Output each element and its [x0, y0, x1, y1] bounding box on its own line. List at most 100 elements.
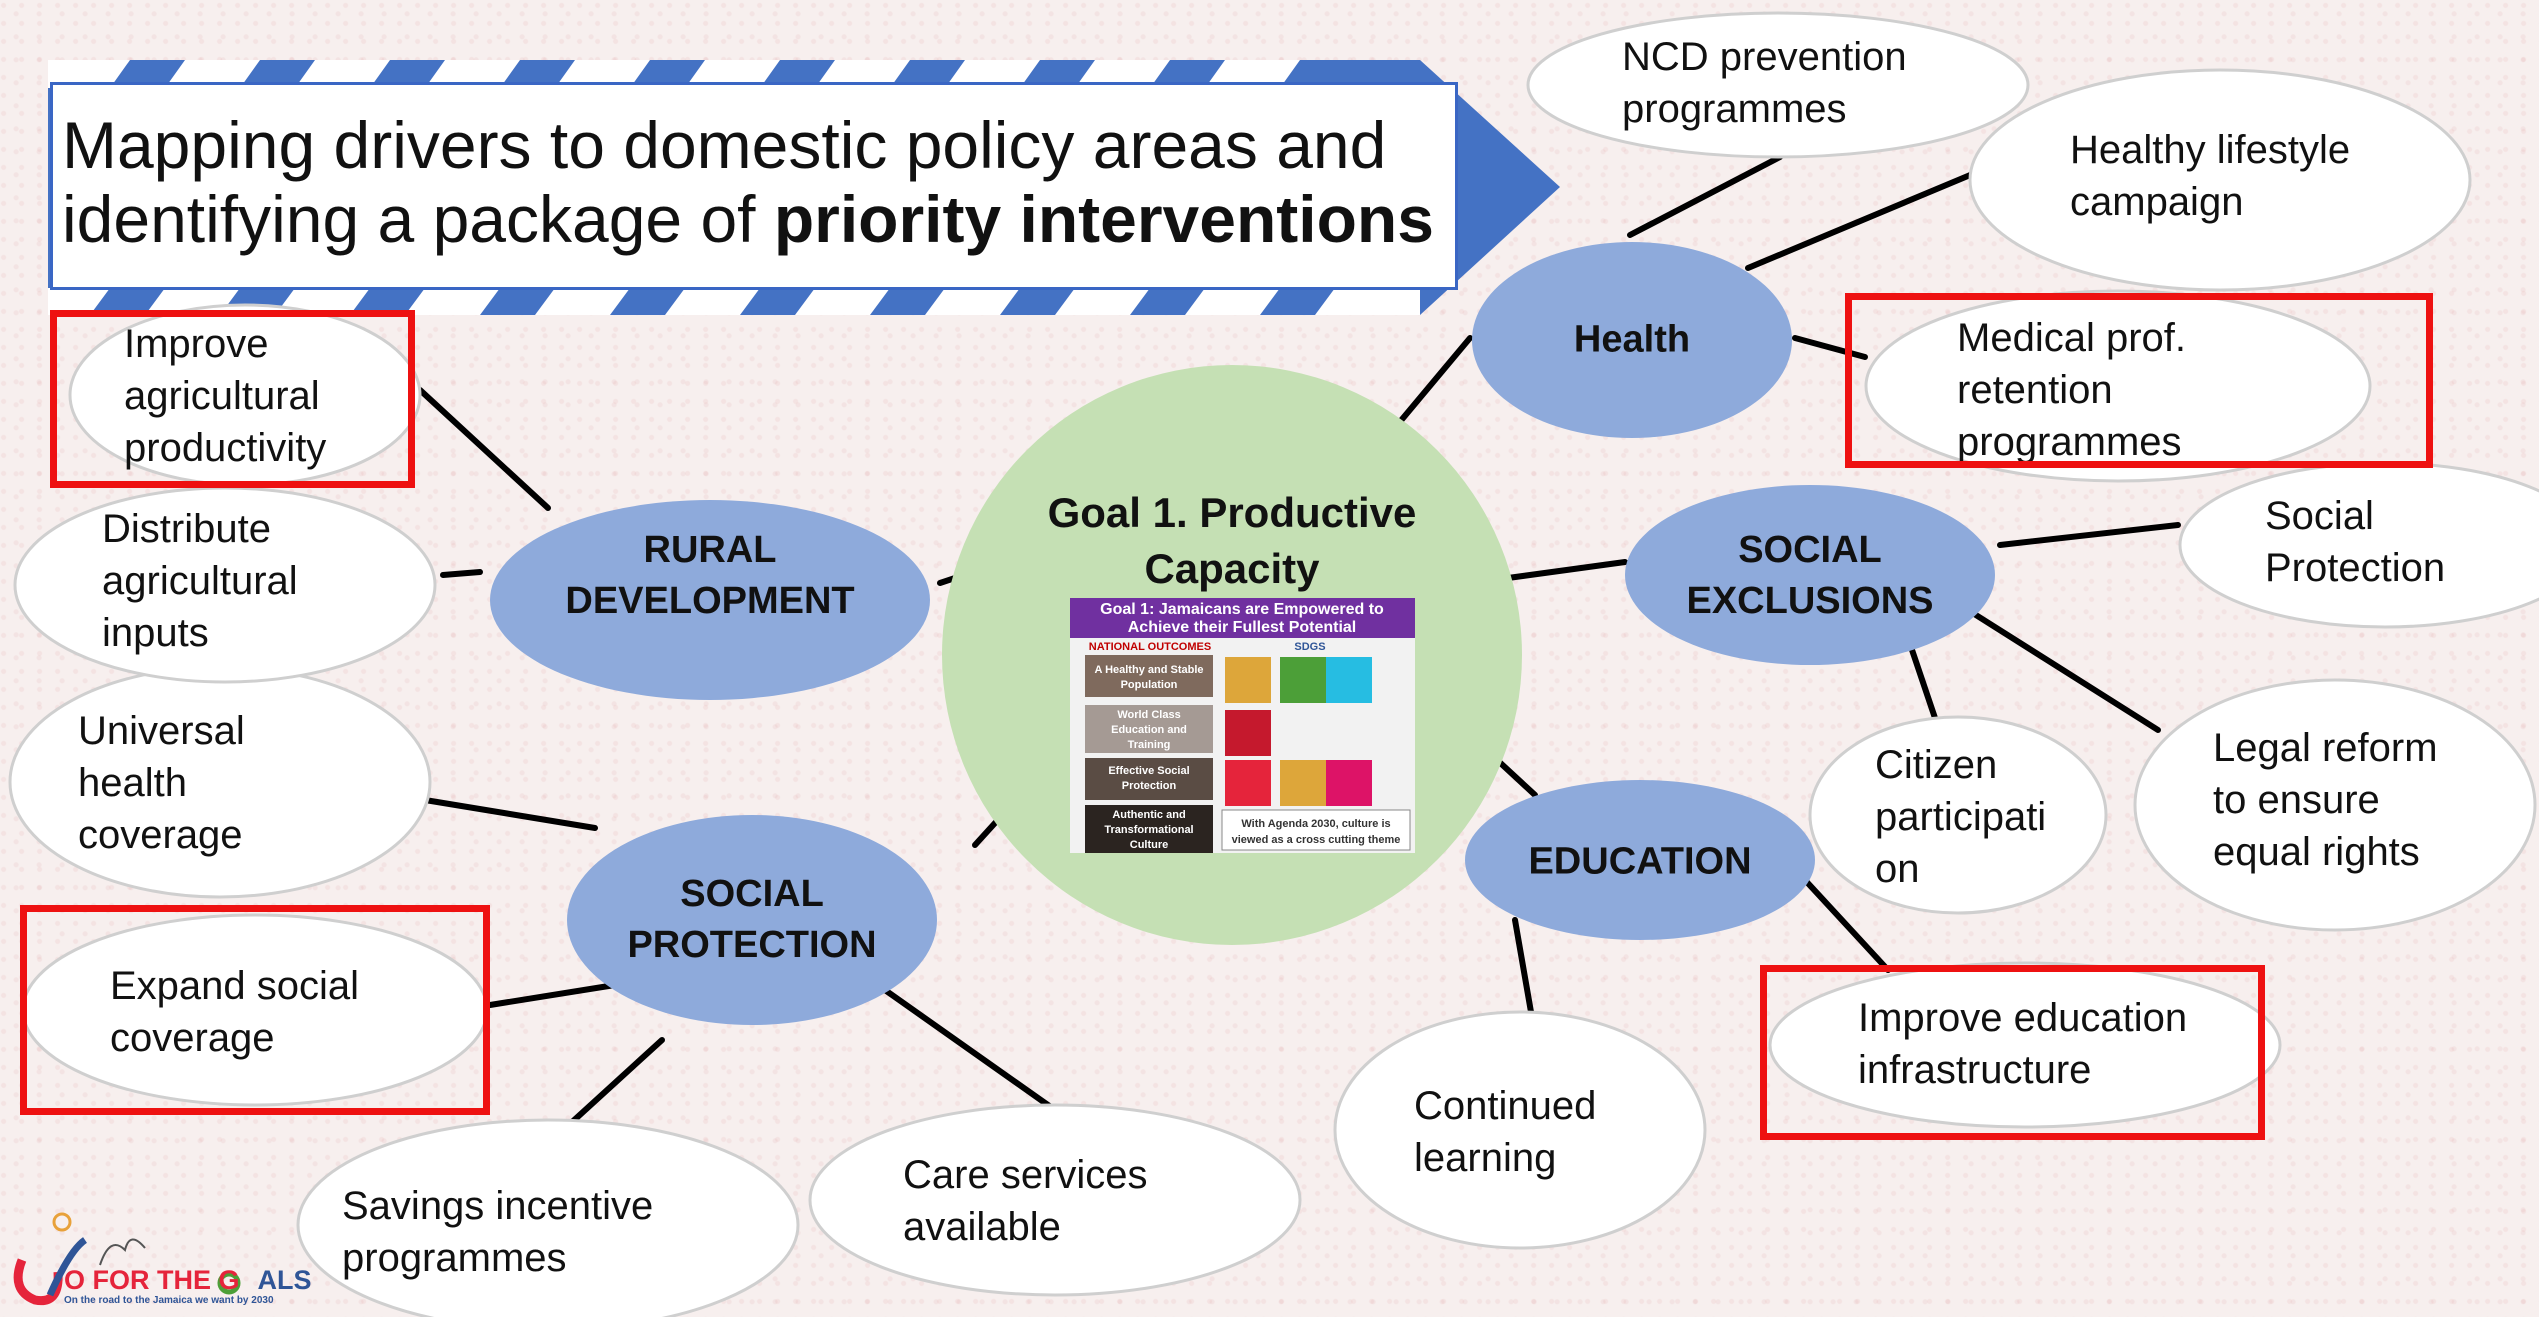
- panel-col-sdgs: SDGS: [1294, 641, 1325, 653]
- hub-social-excl-line1: SOCIAL: [1738, 529, 1882, 571]
- goals-logo: O FOR THE G ALS On the road to the Jamaic…: [64, 1265, 312, 1307]
- leaf-ncd-line2: programmes: [1622, 87, 1847, 131]
- hub-rural-bubble: [490, 500, 930, 700]
- hub-education-bubble: [1465, 780, 1815, 940]
- leaf-improve-agri-line3: productivity: [124, 426, 327, 470]
- leaf-legal: Legal reform to ensure equal rights: [2213, 722, 2438, 878]
- logo-tagline: On the road to the Jamaica we want by 20…: [64, 1295, 274, 1306]
- leaf-distribute: Distribute agricultural inputs: [102, 503, 298, 659]
- leaf-citizen-line2: participati: [1875, 795, 2047, 839]
- leaf-healthy-line2: campaign: [2070, 180, 2244, 224]
- leaf-ellipses: [8, 11, 2539, 1317]
- leaf-savings-line1: Savings incentive: [342, 1184, 654, 1228]
- title-line2-prefix: identifying a package of: [62, 182, 774, 256]
- center-title-line1: Goal 1. Productive: [1047, 489, 1417, 536]
- leaf-continued-line2: learning: [1414, 1136, 1557, 1180]
- outcome-3-line1: Effective Social: [1108, 765, 1189, 777]
- outcome-2-line2: Education and: [1111, 724, 1187, 736]
- leaf-social-protection-line1: Social: [2265, 494, 2374, 538]
- logo-text-main-b: ALS: [257, 1265, 312, 1295]
- goals-logo-mark: [13, 1212, 241, 1306]
- leaf-improve-edu-line1: Improve education: [1858, 996, 2188, 1040]
- leaf-medical-line2: retention: [1957, 368, 2113, 412]
- panel-col-outcomes: NATIONAL OUTCOMES: [1089, 641, 1211, 653]
- title-line2: identifying a package of priority interv…: [62, 182, 1434, 256]
- leaf-improve-edu-line2: infrastructure: [1858, 1048, 2092, 1092]
- outcome-4-line2: Transformational: [1104, 824, 1193, 836]
- leaf-savings: Savings incentive programmes: [342, 1180, 653, 1284]
- outcome-3-line2: Protection: [1122, 780, 1177, 792]
- leaf-savings-bubble: [296, 1118, 800, 1317]
- hub-rural-label: RURAL DEVELOPMENT: [565, 525, 854, 627]
- center-title: Goal 1. Productive Capacity: [1048, 485, 1417, 597]
- leaf-medical-line1: Medical prof.: [1957, 316, 2186, 360]
- leaf-legal-line3: equal rights: [2213, 830, 2420, 874]
- leaf-care-line2: available: [903, 1205, 1061, 1249]
- hub-rural-line1: RURAL: [643, 529, 777, 571]
- hub-social-prot-line1: SOCIAL: [680, 873, 824, 915]
- leaf-medical-line3: programmes: [1957, 420, 2182, 464]
- hub-social-prot-label: SOCIAL PROTECTION: [627, 869, 876, 971]
- leaf-distribute-line3: inputs: [102, 611, 209, 655]
- leaf-improve-edu-bubble: [1768, 961, 2282, 1129]
- leaf-expand: Expand social coverage: [110, 960, 359, 1064]
- hub-social-prot-line2: PROTECTION: [627, 924, 877, 966]
- hub-education-label: EDUCATION: [1528, 840, 1752, 883]
- leaf-citizen-bubble: [1808, 715, 2108, 915]
- panel-note-line1: With Agenda 2030, culture is: [1241, 818, 1390, 830]
- outcome-2-line1: World Class: [1117, 709, 1180, 721]
- leaf-ncd-bubble: [1526, 11, 2030, 159]
- hub-health-label: Health: [1573, 318, 1691, 361]
- center-title-line2: Capacity: [1144, 545, 1320, 592]
- leaf-healthy-line1: Healthy lifestyle: [2070, 128, 2351, 172]
- leaf-improve-edu: Improve education infrastructure: [1858, 992, 2187, 1096]
- leaf-expand-line1: Expand social: [110, 964, 360, 1008]
- hub-social-excl-line2: EXCLUSIONS: [1686, 580, 1934, 622]
- hub-rural-line2: DEVELOPMENT: [565, 580, 855, 622]
- highlight-improve-agri: [50, 310, 415, 488]
- leaf-universal-line1: Universal: [78, 709, 245, 753]
- leaf-citizen: Citizen participati on: [1875, 739, 2046, 895]
- sdg-tiles: [1225, 657, 1372, 806]
- leaf-medical: Medical prof. retention programmes: [1957, 312, 2186, 468]
- leaf-improve-agri: Improve agricultural productivity: [124, 318, 326, 474]
- panel-note-line2: viewed as a cross cutting theme: [1232, 834, 1401, 846]
- outcome-1-line1: A Healthy and Stable: [1094, 664, 1203, 676]
- hub-health-bubble: [1472, 242, 1792, 438]
- leaf-social-protection-line2: Protection: [2265, 546, 2446, 590]
- panel-header-line2: Achieve their Fullest Potential: [1128, 619, 1357, 636]
- goal-panel: Goal 1: Jamaicans are Empowered to Achie…: [1070, 598, 1415, 853]
- title-box: [50, 82, 1458, 290]
- leaf-improve-agri-line2: agricultural: [124, 374, 320, 418]
- leaf-savings-line2: programmes: [342, 1236, 567, 1280]
- outcome-2-line3: Training: [1128, 739, 1171, 751]
- logo-text-main-a: O FOR THE G: [64, 1265, 240, 1295]
- leaf-legal-bubble: [2133, 678, 2537, 932]
- leaf-legal-line1: Legal reform: [2213, 726, 2438, 770]
- leaf-care-bubble: [808, 1103, 1302, 1297]
- leaf-social-protection: Social Protection: [2265, 490, 2445, 594]
- leaf-improve-agri-line1: Improve: [124, 322, 269, 366]
- highlight-expand: [20, 905, 490, 1115]
- leaf-distribute-line2: agricultural: [102, 559, 298, 603]
- leaf-continued: Continued learning: [1414, 1080, 1596, 1184]
- leaf-healthy-bubble: [1968, 68, 2472, 292]
- leaf-universal: Universal health coverage: [78, 705, 245, 861]
- leaf-ncd-line1: NCD prevention: [1622, 35, 1907, 79]
- outcome-4-line1: Authentic and: [1112, 809, 1185, 821]
- leaf-ncd: NCD prevention programmes: [1622, 31, 1907, 135]
- hub-social-excl-bubble: [1625, 485, 1995, 665]
- connectors: [417, 154, 2181, 1136]
- leaf-citizen-line1: Citizen: [1875, 743, 1998, 787]
- leaf-universal-line2: health: [78, 761, 187, 805]
- logo-text-main: O FOR THE G ALS: [64, 1265, 312, 1295]
- hub-ellipses: [490, 242, 1995, 1025]
- outcome-4-line3: Culture: [1130, 839, 1169, 851]
- leaf-citizen-line3: on: [1875, 847, 1920, 891]
- highlight-improve-edu: [1760, 965, 2265, 1140]
- hub-social-prot-bubble: [567, 815, 937, 1025]
- leaf-medical-bubble: [1864, 289, 2372, 483]
- leaf-distribute-bubble: [13, 486, 437, 684]
- outcome-1-line2: Population: [1121, 679, 1178, 691]
- page-title: Mapping drivers to domestic policy areas…: [62, 108, 1434, 256]
